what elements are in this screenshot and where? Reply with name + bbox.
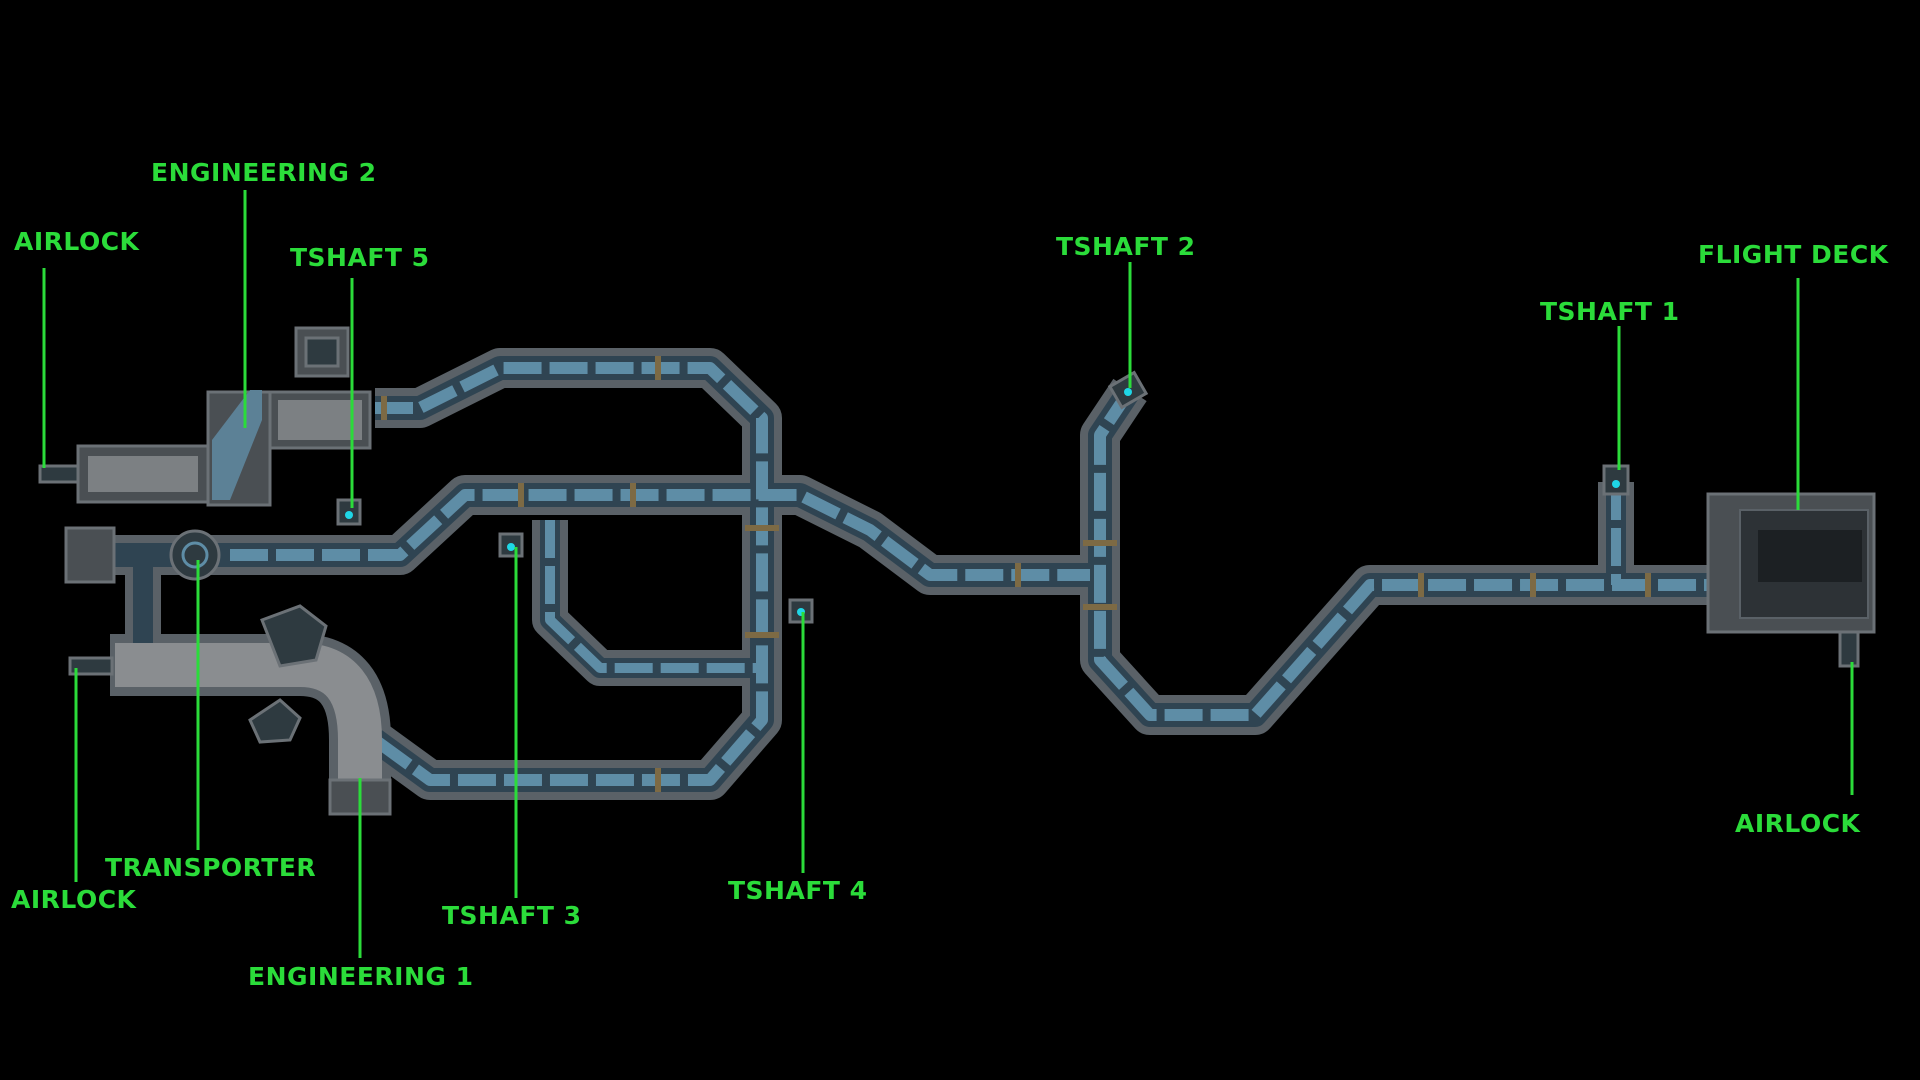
bracket [655,768,661,792]
bracket [655,356,661,380]
corridor-inner-glass [545,520,760,673]
tshaft3-light [507,543,515,551]
transporter-ring [181,541,209,569]
flight-deck-bay [1758,530,1862,582]
tshaft1-light [1612,480,1620,488]
bracket [1015,563,1021,587]
tshaft2-light [1124,388,1132,396]
label-airlock-bottom-left: AIRLOCK [11,885,138,914]
bracket [745,525,779,531]
tshaft5-light [345,511,353,519]
west-junction [64,526,116,584]
engineering1-pod-b [248,698,302,744]
engineering1-pod-a [260,604,328,668]
bracket [1645,573,1651,597]
airlock-bottom-left-stub [68,656,114,676]
label-tshaft-3: TSHAFT 3 [442,901,582,930]
label-tshaft-5: TSHAFT 5 [290,243,430,272]
bracket [1083,604,1117,610]
bracket [630,483,636,507]
label-airlock-right: AIRLOCK [1735,809,1862,838]
label-tshaft-2: TSHAFT 2 [1056,232,1196,261]
airlock-right-stub [1838,630,1860,668]
corridor-network [70,348,1710,800]
engineering1-floor [115,643,382,790]
label-airlock-top-left: AIRLOCK [14,227,141,256]
label-tshaft-4: TSHAFT 4 [728,876,868,905]
transporter-pad [169,529,221,581]
bracket [745,632,779,638]
map-labels: AIRLOCK ENGINEERING 2 TSHAFT 5 TSHAFT 2 … [11,158,1890,991]
leader-lines [42,190,1854,958]
bracket [1418,573,1424,597]
airlock-top-left-stub [38,464,84,484]
label-tshaft-1: TSHAFT 1 [1540,297,1680,326]
utility-room-console [304,336,340,368]
engineering2-ramp [212,390,262,500]
corridor-main-glass [230,489,1090,581]
engineering2-annex-floor [278,400,362,440]
label-engineering-2: ENGINEERING 2 [151,158,377,187]
corridor-east-glass [1094,386,1710,721]
bracket [1530,573,1536,597]
label-flight-deck: FLIGHT DECK [1698,240,1890,269]
bracket [1083,540,1117,546]
label-engineering-1: ENGINEERING 1 [248,962,474,991]
bracket [381,396,387,420]
label-transporter: TRANSPORTER [105,853,316,882]
corridor-top-loop-glass [371,362,768,786]
bracket [518,483,524,507]
upper-west-room-floor [88,456,198,492]
